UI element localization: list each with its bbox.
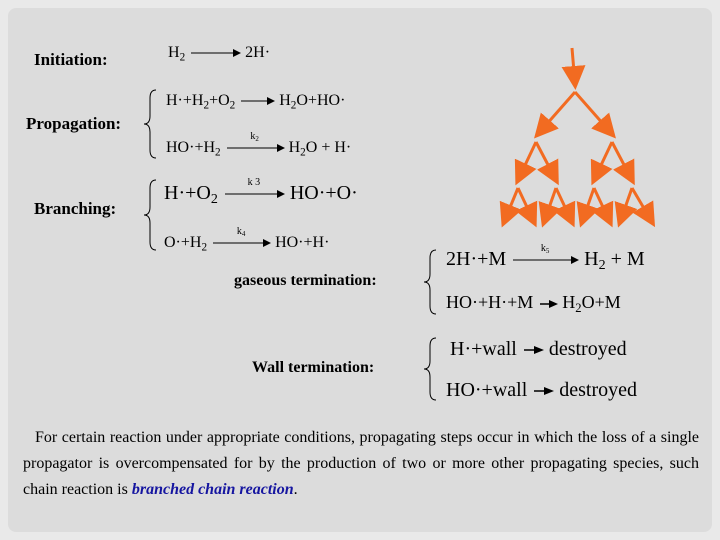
reaction-arrow-icon: k 3: [223, 177, 285, 199]
initiation-label: Initiation:: [34, 50, 108, 69]
wall-termination-label: Wall termination:: [252, 359, 375, 376]
propagation-brace-icon: [143, 89, 157, 159]
gaseous-brace-icon: [423, 249, 437, 315]
branching-brace-icon: [143, 179, 157, 251]
gaseous-equation-2: HO·+H·+M H2O+M: [446, 292, 621, 315]
reaction-arrow-icon: [522, 345, 544, 355]
slide-background: [8, 8, 712, 532]
reaction-arrow-icon: k5: [511, 243, 580, 265]
reaction-arrow-icon: k4: [211, 226, 272, 248]
reaction-arrow-icon: [532, 386, 555, 396]
gaseous-termination-label: gaseous termination:: [234, 272, 377, 289]
reaction-arrow-icon: [189, 48, 242, 58]
branching-label: Branching:: [34, 199, 117, 218]
branching-equation-1: H·+O2 k 3 HO·+O·: [164, 177, 358, 208]
wall-brace-icon: [423, 337, 437, 401]
branching-equation-2: O·+H2 k4 HO·+H·: [164, 226, 330, 254]
wall-equation-2: HO·+wall destroyed: [446, 379, 638, 401]
branched-chain-reaction-term: branched chain reaction: [131, 481, 294, 498]
description-paragraph: For certain reaction under appropriate c…: [23, 429, 699, 498]
initiation-equation: H2 2H·: [168, 44, 271, 64]
reaction-arrow-icon: [538, 299, 558, 309]
propagation-equation-2: HO·+H2 k2 H2O + H·: [166, 131, 352, 159]
propagation-label: Propagation:: [26, 114, 122, 133]
branching-tree-diagram: [499, 47, 656, 228]
reaction-arrow-icon: k2: [225, 131, 285, 153]
gaseous-equation-1: 2H·+M k5 H2 + M: [446, 243, 645, 274]
reaction-arrow-icon: [239, 96, 276, 106]
propagation-equation-1: H·+H2+O2 H2O+HO·: [166, 92, 346, 112]
wall-equation-1: H·+wall destroyed: [450, 338, 627, 360]
